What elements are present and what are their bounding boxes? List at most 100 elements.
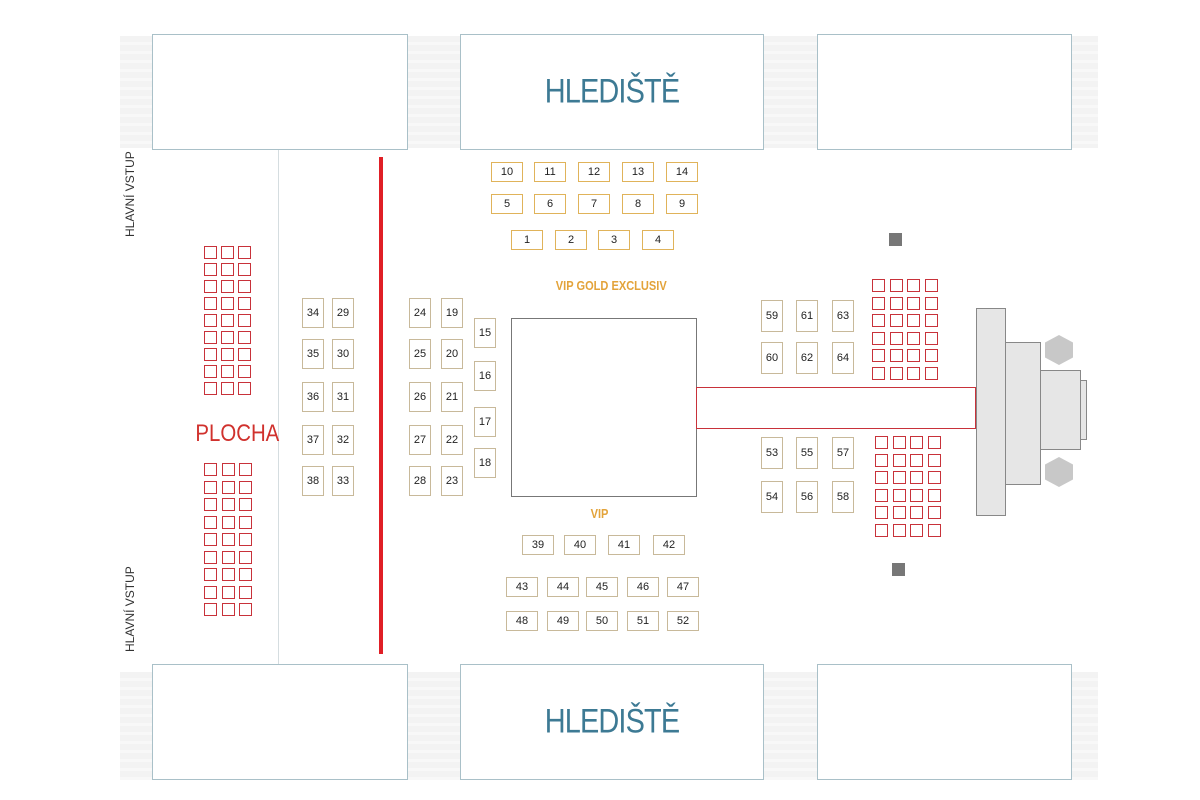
- standing-seat[interactable]: [239, 515, 252, 529]
- standing-seat[interactable]: [924, 279, 938, 292]
- table-48[interactable]: 48: [506, 611, 538, 631]
- standing-seat[interactable]: [924, 314, 938, 327]
- standing-seat[interactable]: [875, 506, 888, 519]
- table-43[interactable]: 43: [506, 577, 538, 597]
- standing-seat[interactable]: [927, 488, 941, 502]
- table-15[interactable]: 15: [474, 318, 496, 348]
- standing-seat[interactable]: [927, 471, 941, 484]
- table-21[interactable]: 21: [441, 382, 463, 412]
- standing-seat[interactable]: [221, 568, 235, 581]
- standing-seat[interactable]: [889, 296, 903, 310]
- standing-seat[interactable]: [238, 246, 251, 259]
- table-40[interactable]: 40: [564, 535, 596, 555]
- table-47[interactable]: 47: [667, 577, 699, 597]
- table-30[interactable]: 30: [332, 339, 354, 369]
- table-2[interactable]: 2: [555, 230, 587, 250]
- standing-seat[interactable]: [910, 471, 923, 484]
- standing-seat[interactable]: [221, 246, 234, 259]
- standing-seat[interactable]: [907, 349, 920, 362]
- standing-seat[interactable]: [221, 382, 234, 395]
- table-62[interactable]: 62: [796, 342, 818, 374]
- table-3[interactable]: 3: [598, 230, 630, 250]
- standing-seat[interactable]: [872, 314, 885, 327]
- standing-seat[interactable]: [889, 314, 903, 327]
- standing-seat[interactable]: [907, 366, 920, 380]
- standing-seat[interactable]: [239, 498, 252, 511]
- table-61[interactable]: 61: [796, 300, 818, 332]
- standing-seat[interactable]: [204, 365, 217, 378]
- table-6[interactable]: 6: [534, 194, 566, 214]
- standing-seat[interactable]: [239, 550, 252, 564]
- standing-seat[interactable]: [221, 603, 235, 616]
- table-26[interactable]: 26: [409, 382, 431, 412]
- standing-seat[interactable]: [204, 246, 217, 259]
- standing-seat[interactable]: [204, 603, 217, 616]
- table-9[interactable]: 9: [666, 194, 698, 214]
- table-20[interactable]: 20: [441, 339, 463, 369]
- table-17[interactable]: 17: [474, 407, 496, 437]
- table-24[interactable]: 24: [409, 298, 431, 328]
- table-33[interactable]: 33: [332, 466, 354, 496]
- table-54[interactable]: 54: [761, 481, 783, 513]
- standing-seat[interactable]: [927, 523, 941, 537]
- standing-seat[interactable]: [872, 366, 885, 380]
- table-14[interactable]: 14: [666, 162, 698, 182]
- table-12[interactable]: 12: [578, 162, 610, 182]
- standing-seat[interactable]: [204, 533, 217, 546]
- table-23[interactable]: 23: [441, 466, 463, 496]
- table-52[interactable]: 52: [667, 611, 699, 631]
- table-64[interactable]: 64: [832, 342, 854, 374]
- table-25[interactable]: 25: [409, 339, 431, 369]
- standing-seat[interactable]: [910, 436, 923, 449]
- standing-seat[interactable]: [204, 585, 217, 599]
- standing-seat[interactable]: [907, 279, 920, 292]
- table-4[interactable]: 4: [642, 230, 674, 250]
- standing-seat[interactable]: [221, 280, 234, 293]
- standing-seat[interactable]: [204, 568, 217, 581]
- standing-seat[interactable]: [239, 480, 252, 494]
- standing-seat[interactable]: [238, 263, 251, 276]
- table-51[interactable]: 51: [627, 611, 659, 631]
- table-35[interactable]: 35: [302, 339, 324, 369]
- table-53[interactable]: 53: [761, 437, 783, 469]
- standing-seat[interactable]: [238, 331, 251, 344]
- standing-seat[interactable]: [221, 463, 235, 476]
- table-55[interactable]: 55: [796, 437, 818, 469]
- standing-seat[interactable]: [221, 297, 234, 310]
- standing-seat[interactable]: [875, 488, 888, 502]
- table-13[interactable]: 13: [622, 162, 654, 182]
- table-34[interactable]: 34: [302, 298, 324, 328]
- standing-seat[interactable]: [875, 453, 888, 467]
- standing-seat[interactable]: [204, 297, 217, 310]
- standing-seat[interactable]: [204, 382, 217, 395]
- table-8[interactable]: 8: [622, 194, 654, 214]
- standing-seat[interactable]: [221, 550, 235, 564]
- table-19[interactable]: 19: [441, 298, 463, 328]
- standing-seat[interactable]: [924, 331, 938, 345]
- table-46[interactable]: 46: [627, 577, 659, 597]
- standing-seat[interactable]: [892, 523, 906, 537]
- table-1[interactable]: 1: [511, 230, 543, 250]
- table-36[interactable]: 36: [302, 382, 324, 412]
- standing-seat[interactable]: [872, 331, 885, 345]
- standing-seat[interactable]: [927, 453, 941, 467]
- standing-seat[interactable]: [910, 523, 923, 537]
- standing-seat[interactable]: [872, 279, 885, 292]
- standing-seat[interactable]: [924, 296, 938, 310]
- table-50[interactable]: 50: [586, 611, 618, 631]
- standing-seat[interactable]: [892, 436, 906, 449]
- standing-seat[interactable]: [221, 263, 234, 276]
- standing-seat[interactable]: [892, 488, 906, 502]
- table-32[interactable]: 32: [332, 425, 354, 455]
- standing-seat[interactable]: [221, 314, 234, 327]
- standing-seat[interactable]: [892, 471, 906, 484]
- table-7[interactable]: 7: [578, 194, 610, 214]
- standing-seat[interactable]: [927, 506, 941, 519]
- standing-seat[interactable]: [204, 515, 217, 529]
- standing-seat[interactable]: [221, 480, 235, 494]
- table-10[interactable]: 10: [491, 162, 523, 182]
- standing-seat[interactable]: [221, 515, 235, 529]
- table-63[interactable]: 63: [832, 300, 854, 332]
- stand-bottom-left[interactable]: [152, 664, 408, 780]
- standing-seat[interactable]: [238, 348, 251, 361]
